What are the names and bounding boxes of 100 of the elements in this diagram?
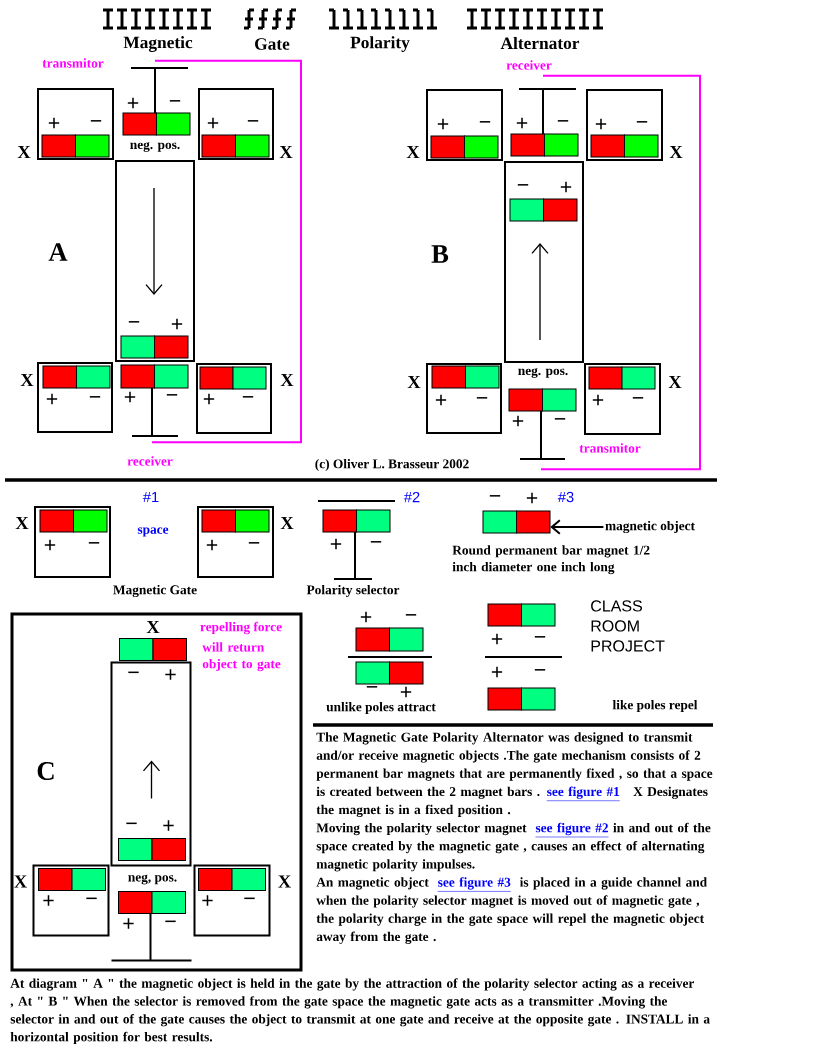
- pole-sign: +: [44, 539, 56, 551]
- pole-sign: +: [516, 117, 528, 129]
- pole-sign: −: [248, 542, 260, 544]
- diagram-letter: A: [48, 243, 68, 261]
- pole-sign: +: [207, 117, 219, 129]
- body-text: At diagram " A " the magnetic object is held in the gate by the attraction of the polarity selector acting as a receiver , At " B " When the selector is removed from the gate space the magnetic gate acts as a transmitter .Moving the selector in and out of the gate causes the object to transmit at one gate and receive at the opposite gate . INSTALL in a horizontal position for best results.: [10, 978, 710, 1045]
- connecting-wire: [540, 74, 701, 471]
- pole-caption: neg, pos.: [128, 874, 177, 885]
- pole-sign: +: [435, 394, 447, 406]
- pole-sign: +: [165, 669, 176, 680]
- role-caption: receiver: [127, 456, 173, 466]
- role-caption: transmitor: [579, 443, 641, 453]
- pole-sign: −: [636, 121, 648, 123]
- pole-sign: +: [127, 97, 139, 109]
- bar-magnet: [119, 638, 187, 661]
- pole-sign: −: [557, 120, 569, 122]
- force-note: repelling force: [200, 621, 282, 635]
- heading-word: Alternator: [500, 36, 580, 50]
- pole-sign: +: [360, 611, 372, 623]
- figure-number: #3: [557, 491, 574, 503]
- pole-sign: −: [479, 121, 491, 123]
- pole-sign: +: [163, 820, 174, 831]
- pole-sign: −: [554, 418, 566, 420]
- pole-sign: +: [491, 666, 503, 678]
- pole-sign: +: [526, 492, 538, 504]
- heading-word: Magnetic: [123, 36, 193, 52]
- fixed-mark: X: [279, 145, 293, 159]
- pole-sign: −: [89, 396, 101, 398]
- figure-caption: like poles repel: [612, 699, 698, 713]
- heading-word: Gate: [255, 38, 290, 50]
- pole-sign: −: [476, 397, 488, 399]
- pole-sign: −: [126, 822, 137, 825]
- link: see figure #3: [437, 877, 512, 892]
- pole-caption: neg. pos.: [518, 368, 568, 378]
- link: see figure #1: [546, 786, 621, 801]
- fixed-mark: X: [668, 375, 682, 389]
- project-note: CLASS ROOM PROJECT: [591, 600, 665, 652]
- pole-sign: −: [86, 897, 97, 900]
- role-caption: transmitor: [42, 58, 104, 68]
- space-label: space: [137, 527, 169, 537]
- figure-caption: Magnetic Gate: [113, 584, 197, 598]
- pole-sign: +: [48, 117, 60, 129]
- force-note: will return object to gate: [202, 642, 281, 672]
- diagram-letter: B: [431, 245, 449, 263]
- pole-sign: +: [123, 918, 134, 929]
- panel-letter: C: [37, 762, 54, 780]
- pole-sign: −: [169, 100, 181, 102]
- magnet-description: Round permanent bar magnet 1/2 inch diameter one inch long: [452, 545, 650, 575]
- pole-caption: neg. pos.: [130, 142, 180, 152]
- pole-sign: +: [203, 393, 215, 405]
- pole-sign: −: [517, 184, 529, 186]
- pole-sign: −: [128, 321, 140, 323]
- pole-sign: +: [171, 318, 183, 330]
- pole-sign: −: [370, 541, 382, 543]
- pole-sign: +: [206, 539, 218, 551]
- arrow: [550, 519, 605, 535]
- pole-sign: −: [128, 671, 139, 674]
- figure-caption: Polarity selector: [306, 584, 400, 598]
- pole-sign: −: [534, 636, 546, 638]
- pole-sign: −: [405, 614, 417, 616]
- role-caption: receiver: [506, 60, 552, 70]
- pole-sign: +: [560, 181, 572, 193]
- fixed-mark: X: [280, 516, 294, 530]
- panel-frame: [10, 612, 303, 972]
- fixed-mark: X: [15, 516, 29, 530]
- copyright-note: (c) Oliver L. Brasseur 2002: [315, 458, 469, 472]
- heading-word: Polarity: [350, 36, 410, 52]
- fixed-mark: X: [17, 145, 31, 159]
- pole-sign: +: [595, 118, 607, 130]
- fixed-mark: X: [14, 875, 27, 888]
- pole-sign: +: [202, 895, 213, 906]
- pole-sign: +: [512, 415, 524, 427]
- guide-channel: [110, 661, 192, 867]
- fixed-mark: X: [146, 620, 160, 634]
- fixed-mark: X: [280, 373, 294, 387]
- pole-sign: −: [166, 394, 178, 396]
- pole-sign: −: [88, 542, 100, 544]
- fixed-mark: X: [406, 145, 420, 159]
- pole-sign: −: [247, 120, 259, 122]
- pole-sign: −: [366, 686, 378, 688]
- pole-sign: +: [124, 391, 136, 403]
- pole-sign: +: [400, 686, 412, 698]
- pole-sign: −: [632, 397, 644, 399]
- guide-channel: [504, 161, 584, 363]
- fixed-mark: X: [407, 375, 421, 389]
- pole-sign: +: [491, 633, 503, 645]
- fixed-mark: X: [20, 373, 34, 387]
- object-label: magnetic object: [605, 520, 695, 534]
- pole-sign: −: [489, 495, 501, 497]
- link: see figure #2: [535, 822, 609, 838]
- pole-sign: −: [244, 897, 255, 900]
- pole-sign: +: [43, 895, 54, 906]
- pole-sign: +: [437, 118, 449, 130]
- guide-channel: [115, 160, 195, 362]
- pole-sign: −: [534, 669, 546, 671]
- pole-sign: −: [90, 120, 102, 122]
- figure-number: #1: [142, 491, 159, 503]
- pole-sign: +: [330, 538, 342, 550]
- body-text: The Magnetic Gate Polarity Alternator was designed to transmit and/or receive magnetic objects .The gate mechanism consists of 2 permanent bar magnets that are permanently fixed , so that a space is created between the 2 magnet bars . see figure #1 X Designates the magnet is in a fixed position . Moving the polarity selector magnet see figure #2 in and out of the space created by the magnetic gate , causes an effect of alternating magnetic polarity impulses. An magnetic object see figure #3 is placed in a guide channel and when the polarity selector magnet is moved out of magnetic gate , the polarity charge in the gate space will repel the magnetic object away from the gate .: [316, 732, 713, 944]
- pole-sign: +: [592, 394, 604, 406]
